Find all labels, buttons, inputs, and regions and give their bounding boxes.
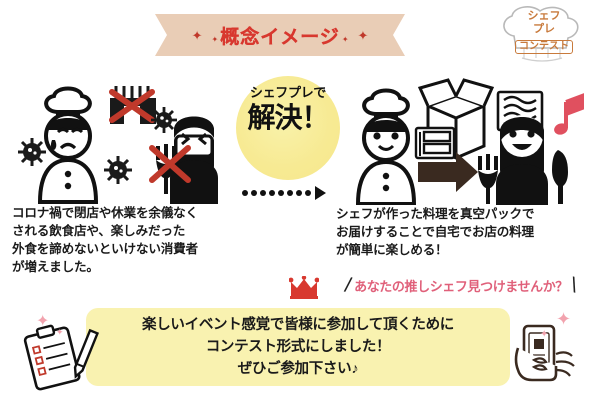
right-description-line: シェフが作った料理を真空パックで xyxy=(336,207,535,221)
knife-icon xyxy=(552,150,568,204)
music-note-icon xyxy=(554,93,584,135)
fork-icon xyxy=(478,154,498,204)
ribbon-sparkle-right-small: ✦ xyxy=(341,35,349,44)
clipboard-pencil-icon xyxy=(14,322,102,397)
virus-icon xyxy=(18,138,46,166)
closed-shop-crossed-out-icon xyxy=(109,86,156,124)
happy-chef-icon xyxy=(355,88,417,205)
logo-line-1: シェフ xyxy=(527,10,561,22)
vacuum-pack-icon xyxy=(414,126,456,160)
callout-line: ぜひご参加下さい♪ xyxy=(237,361,359,378)
solution-circle xyxy=(236,76,340,180)
sad-chef-icon xyxy=(37,86,99,204)
right-arrow-icon xyxy=(418,152,478,192)
ribbon-sparkle-left: ✦ xyxy=(191,27,203,43)
sparkle-icon: ✦ xyxy=(36,313,50,330)
contest-logo: シェフ プレ コンテスト xyxy=(492,2,596,64)
ribbon-sparkle-right: ✦ xyxy=(357,27,369,43)
solution-subtitle: シェフプレで xyxy=(249,85,327,100)
happy-woman-icon xyxy=(496,115,548,205)
logo-line-3: コンテスト xyxy=(515,39,573,54)
sparkle-icon: ✦ xyxy=(56,327,64,337)
crown-icon xyxy=(288,275,320,305)
ribbon-title: 概念イメージ xyxy=(220,26,340,48)
question-text: あなたの推しシェフ見つけませんか？ xyxy=(354,278,568,294)
bottom-callout-box: 楽しいイベント感覚で皆様に参加して頂くために コンテスト形式にしました！ ぜひご… xyxy=(86,308,510,386)
hand-holding-phone-icon xyxy=(508,320,588,400)
dotted-right-arrow-icon xyxy=(242,186,326,200)
callout-line: 楽しいイベント感覚で皆様に参加して頂くために xyxy=(142,316,454,333)
left-description-line: が増えました。 xyxy=(12,259,99,274)
solution-headline: 解決！ xyxy=(247,102,329,133)
left-description-line: 外食を諦めないといけない消費者 xyxy=(12,241,198,256)
left-description: コロナ禍で閉店や休業を余儀なく される飲食店や、楽しみだった 外食を諦めないとい… xyxy=(12,205,244,277)
right-scene-illustration xyxy=(352,70,598,205)
left-description-line: される飲食店や、楽しみだった xyxy=(12,223,186,238)
callout-line: コンテスト形式にしました！ xyxy=(205,338,391,355)
right-description-line: が簡単に楽しめる！ xyxy=(336,242,448,257)
sparkle-icon: ✦ xyxy=(540,329,549,340)
ribbon-sparkle-left-small: ✦ xyxy=(211,35,219,44)
slash-left-icon: / xyxy=(342,273,354,297)
crossed-out-fork-icon xyxy=(149,144,191,194)
left-scene-illustration xyxy=(6,74,236,204)
right-description-line: お届けすることで自宅でお店の料理 xyxy=(336,224,534,239)
header-ribbon: ✦ ✦ 概念イメージ ✦ ✦ xyxy=(155,14,405,56)
solution-text-group: シェフプレで 解決！ xyxy=(236,82,340,132)
question-callout: / あなたの推しシェフ見つけませんか？ / xyxy=(328,272,594,298)
slash-right-icon: / xyxy=(568,273,580,297)
virus-icon xyxy=(104,156,132,184)
left-description-line: コロナ禍で閉店や休業を余儀なく xyxy=(12,206,198,220)
sparkle-icon: ✦ xyxy=(556,309,572,329)
virus-icon xyxy=(151,107,177,133)
logo-line-2: プレ xyxy=(533,22,555,35)
right-description: シェフが作った料理を真空パックで お届けすることで自宅でお店の料理 が簡単に楽し… xyxy=(336,206,592,260)
